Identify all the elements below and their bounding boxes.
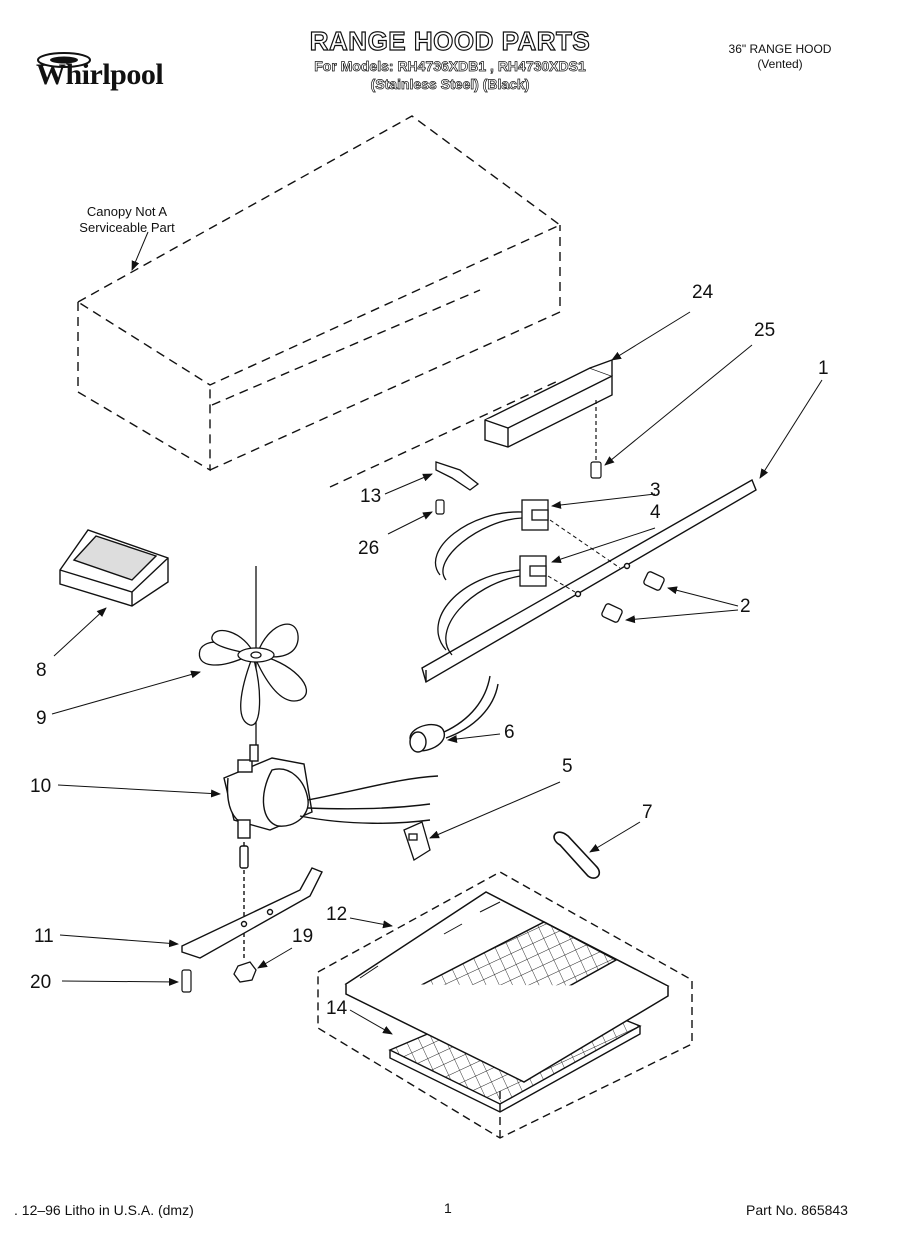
models-line: For Models: RH4736XDB1 , RH4730XDS1 (314, 58, 586, 75)
finish-line: (Stainless Steel) (Black) (370, 76, 530, 93)
callout-20: 20 (30, 972, 52, 993)
arrow-2b (625, 609, 739, 624)
callout-2: 2 (740, 596, 751, 617)
part-19-nut (233, 961, 257, 983)
part-9-fan (198, 566, 308, 745)
callout-7: 7 (642, 802, 653, 823)
arrow-14 (349, 1009, 393, 1035)
callout-13: 13 (360, 486, 382, 507)
arrow-24 (611, 311, 691, 361)
canopy-note-line2: Serviceable Part (79, 220, 175, 235)
callout-4: 4 (650, 502, 661, 523)
callout-6: 6 (504, 722, 515, 743)
brand-name: Whirlpool (36, 58, 164, 91)
part-25-screw (590, 400, 602, 479)
arrow-1 (759, 379, 823, 479)
footer-litho: . 12–96 Litho in U.S.A. (dmz) (14, 1202, 194, 1218)
part-24-bracket (484, 359, 613, 448)
part-8-box (59, 529, 169, 607)
part-13-clip (435, 461, 480, 491)
part-11-bracket (181, 842, 323, 960)
part-5-terminal (403, 821, 431, 861)
part-3-switch (434, 499, 549, 581)
arrow-3 (551, 493, 656, 509)
arrow-11 (59, 934, 179, 948)
logo-swoosh-icon (37, 52, 91, 68)
footer-page-number: 1 (444, 1200, 452, 1216)
part-4-switch (437, 555, 547, 656)
arrow-25 (604, 344, 753, 466)
part-6-strain-relief (409, 675, 499, 753)
arrow-6 (447, 733, 501, 743)
callout-12: 12 (326, 904, 348, 925)
callout-24: 24 (692, 282, 714, 303)
callout-26: 26 (358, 538, 380, 559)
part-7-clamp (553, 831, 601, 879)
arrow-2a (667, 586, 739, 607)
part-1-control-strip (421, 478, 757, 684)
part-12-filter (344, 891, 670, 1083)
callout-14: 14 (326, 998, 348, 1019)
arrow-9 (51, 670, 201, 715)
arrow-12 (349, 917, 393, 929)
callout-3: 3 (650, 480, 661, 501)
arrow-5 (429, 781, 561, 839)
part-26-screw (435, 499, 445, 515)
footer-part-number: Part No. 865843 (746, 1202, 848, 1218)
canopy-note-arrow (131, 231, 149, 271)
callout-25: 25 (754, 320, 776, 341)
arrow-19 (257, 947, 293, 969)
callout-1: 1 (818, 358, 829, 379)
arrow-8 (53, 607, 107, 657)
part-2-knobs (601, 571, 665, 623)
size-label: 36" RANGE HOOD (728, 42, 832, 56)
callout-11: 11 (34, 926, 54, 947)
vent-label: (Vented) (757, 57, 803, 71)
page-title: RANGE HOOD PARTS (309, 25, 591, 56)
callout-19: 19 (292, 926, 314, 947)
arrow-7 (589, 821, 641, 853)
callout-10: 10 (30, 776, 52, 797)
canopy-note-line1: Canopy Not A (86, 204, 168, 219)
part-10-motor (223, 744, 439, 839)
callout-8: 8 (36, 660, 47, 681)
arrow-26 (387, 511, 433, 535)
brand-logo: Whirlpool (28, 48, 178, 96)
arrow-4 (551, 527, 656, 563)
arrow-13 (384, 473, 433, 495)
callout-9: 9 (36, 708, 47, 729)
arrow-10 (57, 784, 221, 798)
callout-5: 5 (562, 756, 573, 777)
part-20-screw (181, 969, 192, 993)
canopy-outline (76, 115, 562, 488)
arrow-20 (61, 977, 179, 986)
